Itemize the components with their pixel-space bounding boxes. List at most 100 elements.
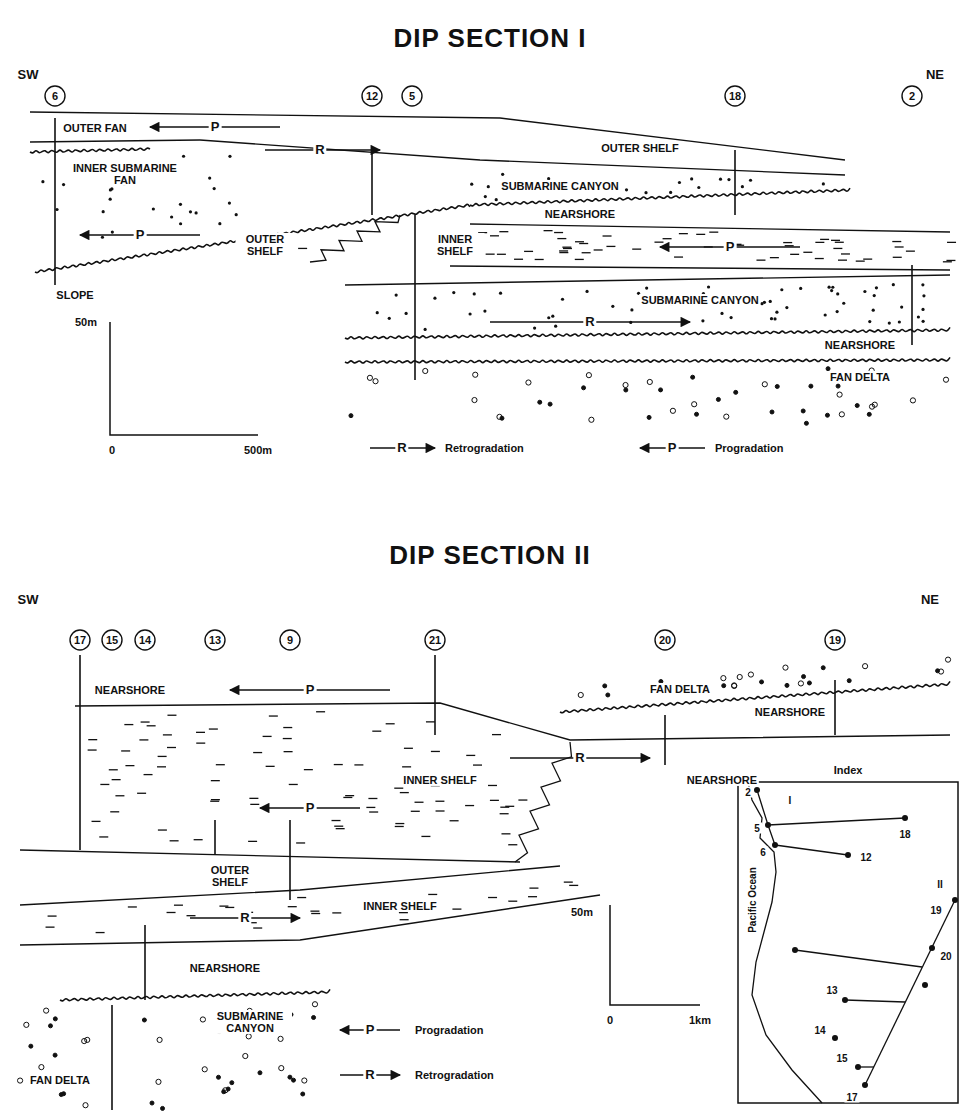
- well-line: [371, 150, 373, 215]
- index-label: 13: [824, 985, 839, 996]
- scale-label: 50m: [73, 316, 99, 328]
- unconformity-line: [345, 357, 950, 363]
- well-circle: [655, 630, 675, 650]
- well-line: [214, 820, 216, 855]
- well-number: 12: [366, 90, 378, 102]
- well-number: 17: [74, 634, 86, 646]
- trend-letter: P: [724, 240, 737, 254]
- ocean-label: Pacific Ocean: [747, 865, 758, 935]
- well-dot: [765, 822, 771, 828]
- legend-text: Progradation: [415, 1024, 483, 1036]
- well-line: [734, 150, 736, 215]
- facies-label: OUTER FAN: [61, 122, 129, 134]
- index-frame: [738, 782, 958, 1103]
- section-trace: [757, 790, 775, 845]
- well-line: [289, 820, 291, 900]
- well-line: [144, 925, 146, 1000]
- facies-boundary: [470, 224, 950, 232]
- facies-label: SUBMARINE CANYON: [499, 180, 620, 192]
- well-circle: [205, 630, 225, 650]
- legend-text: Progradation: [715, 442, 783, 454]
- facies-label: INNER SHELF: [426, 233, 485, 257]
- scale-label: Index: [832, 764, 865, 776]
- index-label: 20: [938, 951, 953, 962]
- well-number: 20: [659, 634, 671, 646]
- gravel-texture: [349, 367, 949, 426]
- well-dot: [862, 1082, 868, 1088]
- direction-label: NE: [924, 68, 946, 82]
- well-line: [664, 715, 666, 765]
- index-label: 17: [844, 1092, 859, 1103]
- unconformity-line: [35, 204, 470, 272]
- facies-label: INNER SHELF: [361, 900, 438, 912]
- dot-texture: [376, 283, 926, 331]
- section-trace: [768, 818, 905, 825]
- trend-letter: R: [395, 441, 408, 455]
- well-dot: [922, 982, 928, 988]
- facies-label: OUTER SHELF: [599, 142, 681, 154]
- facies-label: INNER SUBMARINE FAN: [67, 162, 183, 186]
- facies-label: FAN DELTA: [828, 371, 892, 383]
- well-circle: [402, 86, 422, 106]
- direction-label: NE: [919, 593, 941, 607]
- section-trace: [795, 950, 922, 967]
- well-circle: [825, 630, 845, 650]
- index-label: II: [935, 879, 945, 890]
- facies-boundary: [75, 703, 950, 740]
- facies-boundary: [30, 112, 845, 160]
- well-number: 9: [287, 634, 293, 646]
- well-number: 14: [139, 634, 151, 646]
- dot-texture: [470, 173, 825, 202]
- legend-text: Retrogradation: [415, 1069, 494, 1081]
- facies-boundary: [345, 275, 950, 285]
- well-line: [79, 655, 81, 850]
- section-title: DIP SECTION I: [391, 24, 588, 53]
- well-line: [911, 265, 913, 345]
- well-dot: [754, 787, 760, 793]
- well-dot: [929, 945, 935, 951]
- well-circle: [725, 86, 745, 106]
- facies-label: NEARSHORE: [188, 962, 262, 974]
- unconformity-line: [345, 327, 950, 339]
- dash-texture: [478, 231, 956, 262]
- trend-letter: P: [134, 228, 147, 242]
- section-title: DIP SECTION II: [387, 541, 592, 570]
- well-dot: [902, 815, 908, 821]
- facies-label: NEARSHORE: [823, 339, 897, 351]
- well-dot: [855, 1064, 861, 1070]
- well-line: [414, 215, 416, 380]
- facies-label: NEARSHORE: [543, 208, 617, 220]
- unconformity-line: [60, 989, 330, 1000]
- index-label: 6: [758, 847, 768, 858]
- section-trace: [845, 1000, 905, 1002]
- trend-letter: R: [363, 1068, 376, 1082]
- scale-bar: [110, 322, 258, 435]
- scale-label: 500m: [242, 444, 274, 456]
- trend-letter: P: [304, 683, 317, 697]
- well-circle: [70, 630, 90, 650]
- dash-texture: [46, 882, 579, 932]
- section-trace: [775, 845, 848, 855]
- well-circle: [902, 86, 922, 106]
- gravel-texture: [17, 1002, 317, 1111]
- facies-label: NEARSHORE: [753, 706, 827, 718]
- trend-letter: R: [238, 911, 251, 925]
- well-circle: [135, 630, 155, 650]
- well-number: 19: [829, 634, 841, 646]
- gravel-texture: [578, 657, 950, 698]
- index-label: I: [787, 795, 794, 806]
- well-line: [434, 655, 436, 735]
- well-circle: [45, 86, 65, 106]
- interfingering-boundary: [310, 215, 400, 262]
- facies-boundary: [20, 895, 600, 945]
- scale-label: 1km: [687, 1014, 713, 1026]
- trend-letter: R: [573, 751, 586, 765]
- well-line: [834, 680, 836, 735]
- trend-letter: P: [666, 441, 679, 455]
- well-number: 13: [209, 634, 221, 646]
- well-dot: [845, 852, 851, 858]
- facies-label: FAN DELTA: [28, 1074, 92, 1086]
- facies-label: NEARSHORE: [685, 774, 759, 786]
- facies-boundary: [450, 266, 950, 270]
